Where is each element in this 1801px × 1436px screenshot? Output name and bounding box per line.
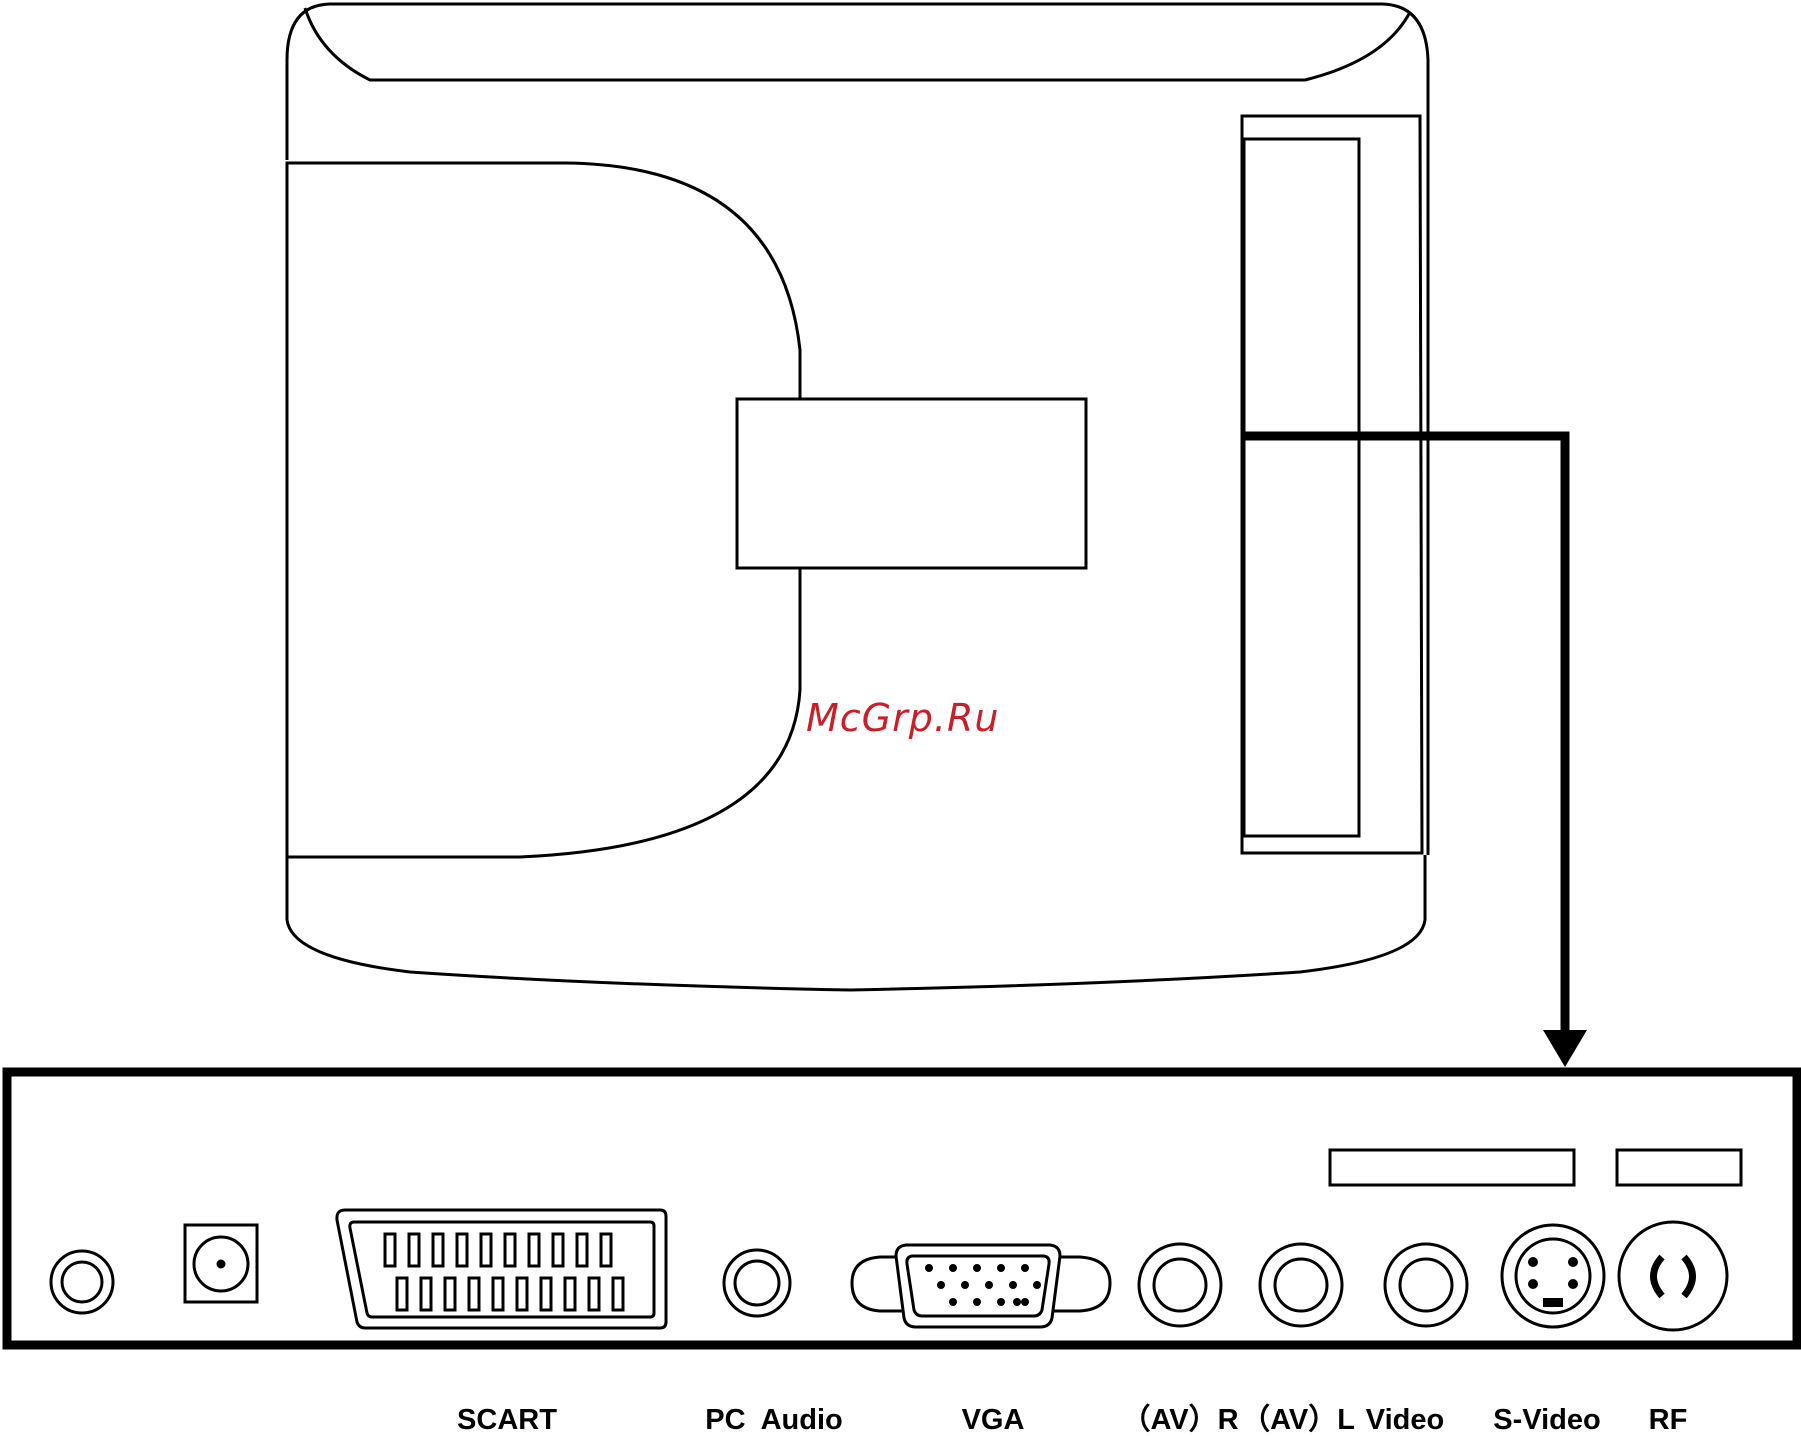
panel-slot-2 xyxy=(1617,1150,1741,1185)
vesa-plate xyxy=(737,399,1086,568)
s-video-jack xyxy=(1502,1225,1604,1327)
video-jack xyxy=(1385,1244,1467,1326)
label-av-l: （AV）L xyxy=(1241,1406,1355,1435)
label-rf: RF xyxy=(1649,1406,1688,1435)
side-panel-inner xyxy=(1244,139,1359,836)
label-pc-audio: PC Audio xyxy=(705,1406,842,1435)
scart-connector xyxy=(337,1210,666,1328)
label-s-video: S-Video xyxy=(1493,1406,1600,1435)
side-panel xyxy=(1242,116,1422,853)
av-l-jack xyxy=(1260,1244,1342,1326)
vga-connector xyxy=(852,1245,1110,1327)
label-video: Video xyxy=(1366,1406,1444,1435)
watermark: McGrp.Ru xyxy=(806,696,999,740)
dc-power-jack xyxy=(185,1225,257,1302)
earphone-jack xyxy=(51,1251,113,1313)
label-scart: SCART xyxy=(457,1406,557,1435)
label-vga: VGA xyxy=(962,1406,1025,1435)
av-r-jack xyxy=(1139,1244,1221,1326)
pc-audio-jack xyxy=(724,1250,790,1316)
rf-antenna-jack xyxy=(1619,1222,1727,1330)
label-av-r: （AV）R xyxy=(1121,1406,1238,1435)
tv-back-housing xyxy=(287,4,1428,990)
stand-mount xyxy=(287,163,800,857)
panel-slot-1 xyxy=(1330,1150,1574,1185)
